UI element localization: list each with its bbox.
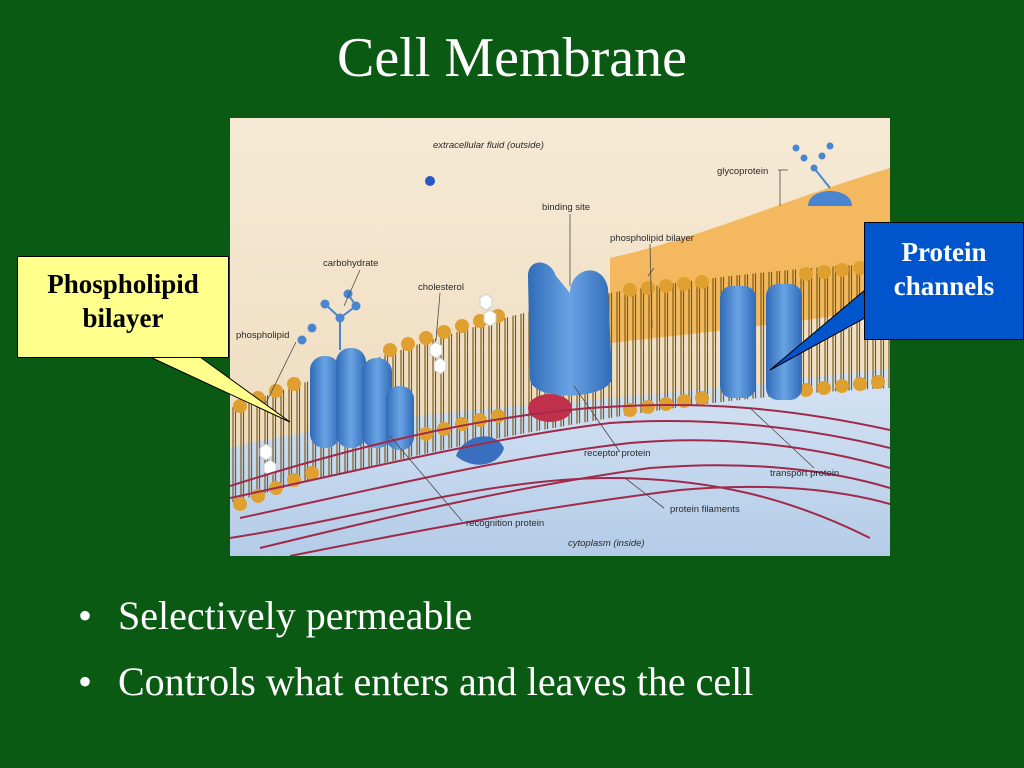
label-extracellular: extracellular fluid (outside) [433, 140, 544, 151]
glycoprotein [792, 142, 852, 206]
label-phospholipid: phospholipid [236, 330, 289, 341]
peripheral-protein [456, 436, 504, 465]
label-carbohydrate: carbohydrate [323, 258, 378, 269]
callout-protein-line2: channels [893, 271, 995, 301]
bullet-text: Controls what enters and leaves the cell [118, 659, 754, 704]
label-recognition-protein: recognition protein [466, 518, 544, 529]
receptor-protein [528, 262, 612, 422]
bullet-item: • Selectively permeable [78, 586, 978, 652]
label-transport-protein: transport protein [770, 468, 839, 479]
cytoplasm-region [230, 368, 890, 556]
phospholipid-bilayer-callout: Phospholipid bilayer [17, 256, 229, 358]
bullet-marker: • [78, 659, 93, 704]
label-cytoplasm: cytoplasm (inside) [568, 538, 645, 549]
cell-membrane-diagram: extracellular fluid (outside) glycoprote… [230, 118, 890, 556]
bullet-marker: • [78, 593, 93, 638]
slide-title: Cell Membrane [337, 27, 687, 89]
label-receptor-protein: receptor protein [584, 448, 651, 459]
diagram-svg: extracellular fluid (outside) glycoprote… [230, 118, 890, 556]
extracellular-molecule [425, 176, 435, 186]
recognition-protein [310, 348, 414, 450]
protein-channels-callout: Protein channels [864, 222, 1024, 340]
label-phospholipid-bilayer: phospholipid bilayer [610, 233, 694, 244]
callout-protein-line1: Protein [901, 237, 987, 267]
label-glycoprotein: glycoprotein [717, 166, 768, 177]
bullet-text: Selectively permeable [118, 593, 473, 638]
label-binding-site: binding site [542, 202, 590, 213]
callout-phospholipid-line2: bilayer [82, 303, 164, 333]
bullet-list: • Selectively permeable • Controls what … [78, 586, 978, 718]
bullet-item: • Controls what enters and leaves the ce… [78, 652, 978, 718]
label-cholesterol: cholesterol [418, 282, 464, 293]
label-protein-filaments: protein filaments [670, 504, 740, 515]
callout-phospholipid-line1: Phospholipid [47, 269, 199, 299]
